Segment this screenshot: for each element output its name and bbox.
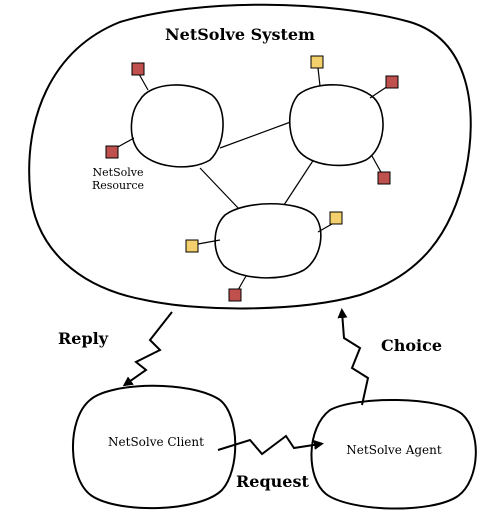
stub-bottom-low xyxy=(237,275,247,291)
link-left-bottom xyxy=(199,167,241,211)
agent-label: NetSolve Agent xyxy=(346,443,442,457)
stub-bottom-left xyxy=(197,239,221,245)
resource-square-red xyxy=(385,75,399,89)
stub-right-top xyxy=(317,67,321,87)
stub-right-lower xyxy=(371,155,383,175)
resource-label-line1: NetSolve xyxy=(93,166,144,179)
reply-arrow xyxy=(122,311,173,387)
system-title: NetSolve System xyxy=(165,25,315,44)
resource-square-yellow xyxy=(185,239,199,253)
stub-left-top xyxy=(138,73,149,91)
resource-square-red xyxy=(131,62,145,76)
resource-label-line2: Resource xyxy=(92,179,144,192)
stub-left-bottom xyxy=(115,137,135,149)
link-left-right xyxy=(219,119,297,149)
resource-square-red xyxy=(228,288,242,302)
choice-arrow xyxy=(337,308,370,406)
netsolve-system-boundary xyxy=(28,3,472,310)
request-arrow xyxy=(217,434,324,456)
client-label: NetSolve Client xyxy=(108,435,204,449)
resource-square-yellow xyxy=(329,211,343,225)
resource-blob-left xyxy=(130,84,224,168)
agent-node xyxy=(310,399,477,510)
resource-blob-right xyxy=(288,84,384,167)
stub-bottom-right xyxy=(317,223,333,233)
client-node xyxy=(72,384,237,510)
resource-square-red xyxy=(377,171,391,185)
choice-label: Choice xyxy=(381,336,442,355)
stub-right-upper xyxy=(369,85,389,99)
resource-blob-bottom xyxy=(214,202,322,279)
resource-square-yellow xyxy=(310,55,324,69)
reply-label: Reply xyxy=(58,329,109,348)
request-label: Request xyxy=(236,472,309,491)
resource-square-red xyxy=(105,145,119,159)
